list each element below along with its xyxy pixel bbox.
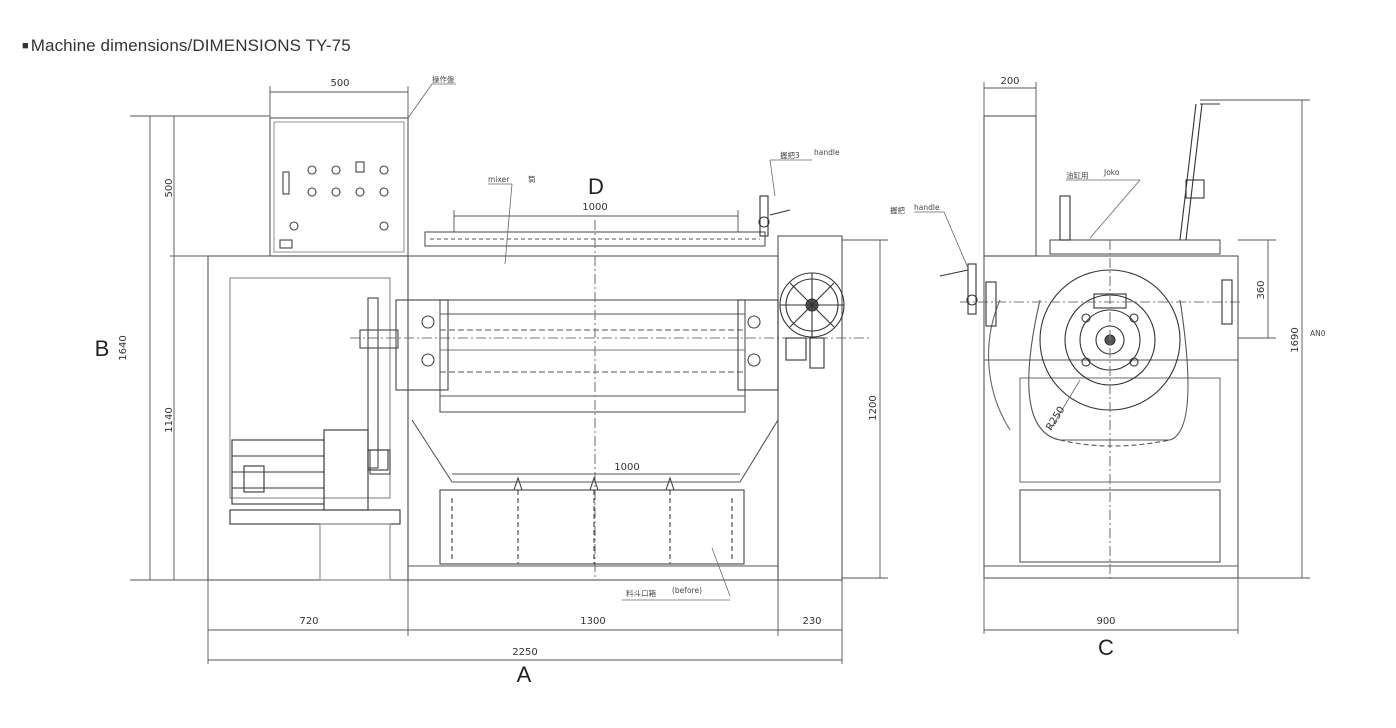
drum-housing bbox=[407, 255, 779, 581]
label-side-cn-mid: 油缸用 bbox=[1066, 170, 1089, 180]
left-bearing bbox=[359, 297, 449, 475]
label-side-note: AN0 bbox=[1310, 329, 1326, 338]
side-hopper bbox=[1019, 489, 1221, 563]
side-view: 200 360 1690 900 R250 C 握把 handle 油缸用 Jo… bbox=[890, 76, 1326, 660]
label-side-handle-cn: 握把 bbox=[890, 205, 905, 215]
hopper bbox=[439, 476, 745, 565]
handle-lever bbox=[758, 195, 791, 237]
label-mixer-cn: 筒 bbox=[528, 174, 536, 184]
dim-top-height: 500 bbox=[164, 178, 175, 197]
label-a: A bbox=[517, 662, 532, 687]
label-d: D bbox=[588, 174, 604, 199]
side-control-box bbox=[983, 115, 1037, 257]
side-housing bbox=[983, 255, 1239, 579]
label-c: C bbox=[1098, 635, 1114, 660]
dim-side-total-height: 1690 bbox=[1290, 327, 1301, 352]
drum bbox=[439, 299, 746, 413]
front-view: 500 500 1640 1140 1200 1000 1000 720 130… bbox=[95, 74, 888, 687]
label-before: (before) bbox=[672, 586, 702, 595]
cylinder-arm bbox=[1059, 103, 1220, 241]
dim-right-section: 230 bbox=[802, 616, 821, 627]
dim-side-top-width: 200 bbox=[1000, 76, 1019, 87]
label-mixer: mixer bbox=[488, 175, 510, 184]
dim-top-width: 500 bbox=[330, 78, 349, 89]
label-b: B bbox=[95, 336, 110, 361]
dim-right-height: 1200 bbox=[868, 395, 879, 420]
dim-side-right-height: 360 bbox=[1256, 280, 1267, 299]
motor bbox=[229, 429, 401, 581]
label-handle: handle bbox=[814, 148, 840, 157]
label-side-joint: Joko bbox=[1103, 168, 1120, 177]
label-handle-cn: 握把3 bbox=[780, 150, 800, 160]
right-bearing bbox=[737, 299, 779, 391]
dim-total-height: 1640 bbox=[118, 335, 129, 360]
side-top-plate bbox=[1049, 239, 1221, 255]
dim-left-section: 720 bbox=[299, 616, 318, 627]
control-box bbox=[269, 117, 409, 257]
dim-side-width: 900 bbox=[1096, 616, 1115, 627]
page-title: ■Machine dimensions/DIMENSIONS TY-75 bbox=[22, 36, 351, 56]
side-handle bbox=[939, 263, 1233, 327]
dim-side-radius: R250 bbox=[1044, 405, 1067, 433]
dim-lower-height: 1140 bbox=[164, 407, 175, 432]
dim-overall-length: 2250 bbox=[512, 647, 537, 658]
title-text: Machine dimensions/DIMENSIONS TY-75 bbox=[30, 36, 351, 55]
dim-mid-section: 1300 bbox=[580, 616, 605, 627]
label-control-box-cn: 操作盤 bbox=[432, 74, 455, 84]
control-knobs bbox=[279, 161, 389, 249]
dim-drum-top: 1000 bbox=[582, 202, 607, 213]
hand-wheel bbox=[779, 272, 845, 369]
label-before-cn: 料斗口箱 bbox=[626, 588, 656, 598]
dim-drum-bottom: 1000 bbox=[614, 462, 639, 473]
title-bullet: ■ bbox=[22, 40, 29, 52]
right-housing bbox=[777, 235, 843, 581]
label-side-handle: handle bbox=[914, 203, 940, 212]
